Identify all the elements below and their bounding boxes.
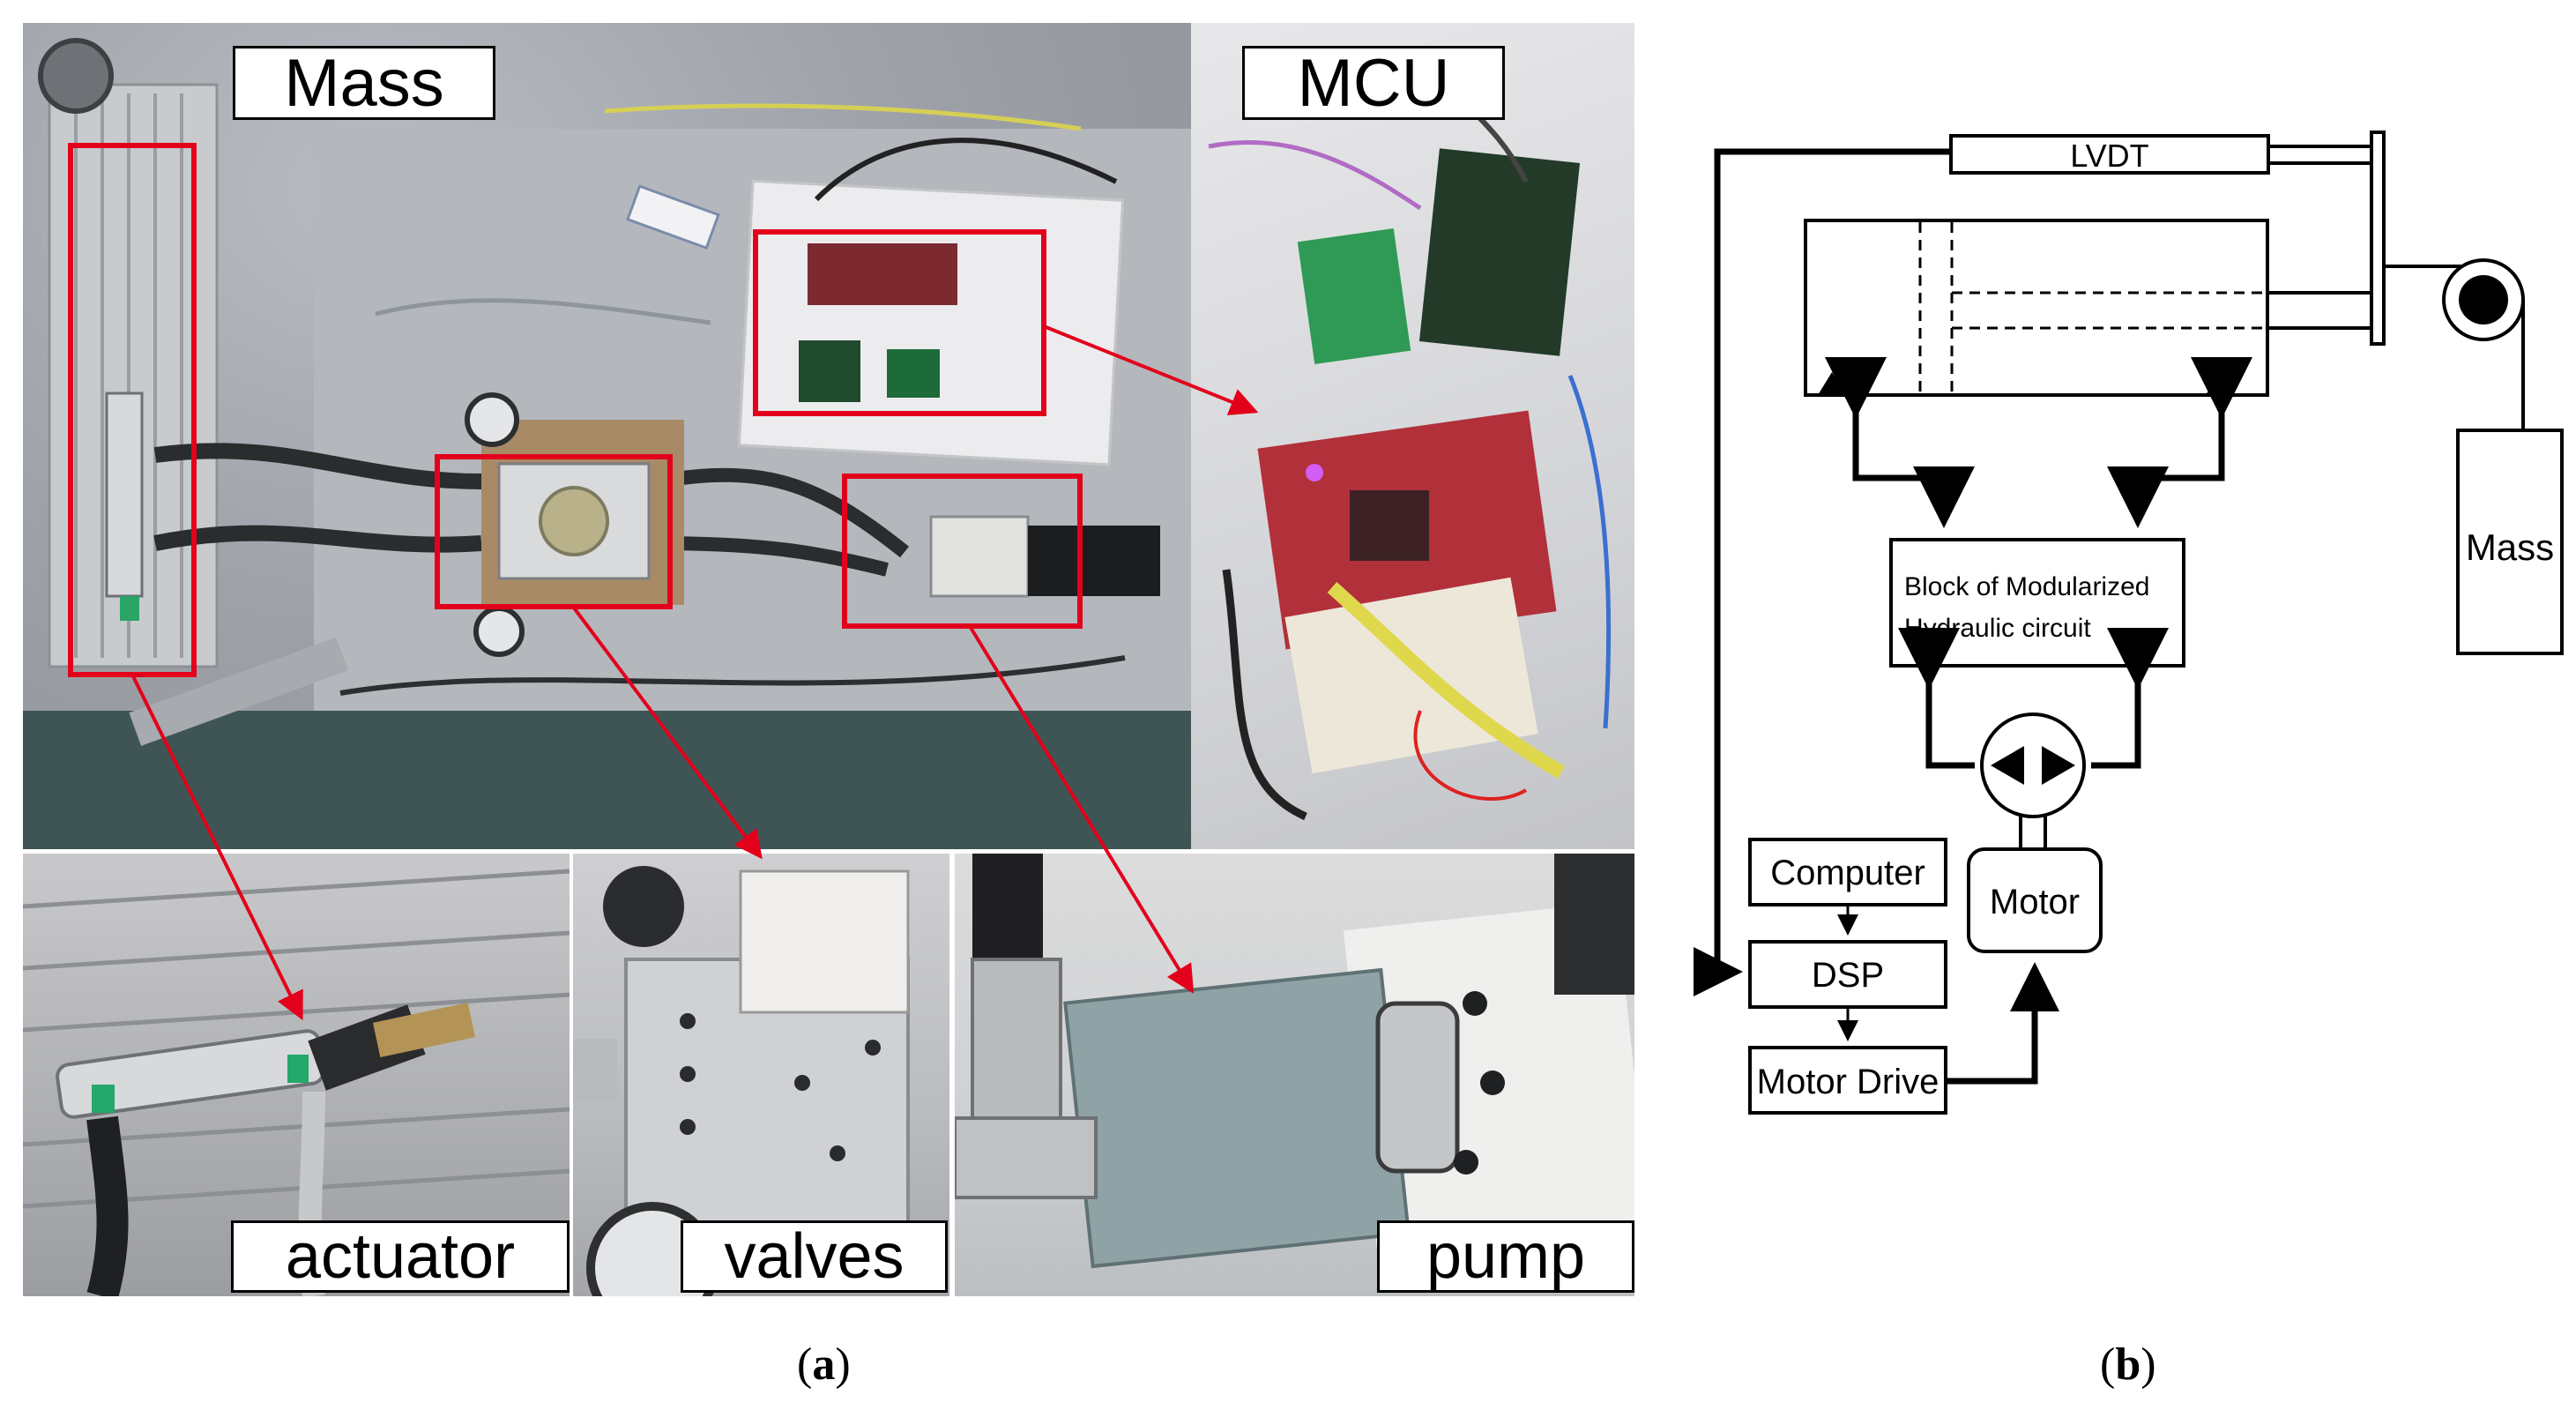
pump-photo	[955, 854, 1634, 1296]
panel-b-caption: (b)	[2100, 1339, 2156, 1390]
valves-photo	[573, 854, 949, 1296]
computer-label: Computer	[1770, 854, 1925, 892]
valves-illustration	[573, 866, 910, 1296]
hydraulic-cylinder	[1804, 219, 2269, 397]
bidirectional-pump	[1980, 712, 2086, 818]
lvdt-feedback-line	[1694, 148, 1951, 996]
pump-triangle-right	[2042, 746, 2075, 785]
panel-a-caption: (a)	[797, 1339, 851, 1390]
drive-to-motor-line	[1946, 962, 2059, 1085]
actuator-photo-label: actuator	[231, 1220, 570, 1293]
panel-b-caption-letter: b	[2115, 1339, 2141, 1390]
pump-left-line	[1898, 628, 1975, 769]
computer-box	[1748, 838, 1947, 906]
valves-highlight-box	[435, 454, 673, 609]
mcu-arrow	[1043, 325, 1259, 415]
mass-photo-label: Mass	[233, 46, 495, 121]
pump-triangle-left	[1991, 746, 2024, 785]
actuator-arrow	[130, 674, 303, 1021]
valves-arrow	[571, 605, 763, 860]
pump-illustration	[955, 854, 1634, 1269]
mass-label: Mass	[2466, 526, 2554, 568]
lvdt-label: LVDT	[2070, 138, 2148, 174]
pump-highlight-box	[842, 474, 1083, 629]
cylinder-right-line	[2107, 357, 2252, 528]
cylinder-left-line	[1825, 357, 1975, 528]
mcu-illustration	[1208, 91, 1612, 821]
motor-drive-label: Motor Drive	[1757, 1063, 1939, 1101]
hydraulic-block	[1889, 538, 2185, 668]
valves-photo-label: valves	[681, 1220, 948, 1293]
pump-photo-label: pump	[1377, 1220, 1634, 1293]
pump-right-line	[2091, 628, 2169, 769]
mcu-photo-label: MCU	[1242, 46, 1505, 121]
mcu-photo	[1191, 23, 1634, 849]
mcu-highlight-box	[753, 229, 1046, 416]
pulley-inner	[2459, 275, 2508, 325]
dsp-label: DSP	[1812, 956, 1884, 995]
rod-end-plate	[2370, 131, 2386, 346]
motor-box	[1967, 847, 2103, 953]
hydraulic-block-label-line2: Hydraulic circuit	[1904, 614, 2091, 643]
panel-a-caption-letter: a	[812, 1339, 836, 1390]
hydraulic-block-label-line1: Block of Modularized	[1904, 572, 2149, 601]
motor-drive-box	[1748, 1046, 1947, 1115]
motor-label: Motor	[1990, 883, 2080, 921]
actuator-illustration	[23, 869, 570, 1296]
pump-arrow	[968, 624, 1195, 994]
mass-box	[2456, 429, 2564, 655]
